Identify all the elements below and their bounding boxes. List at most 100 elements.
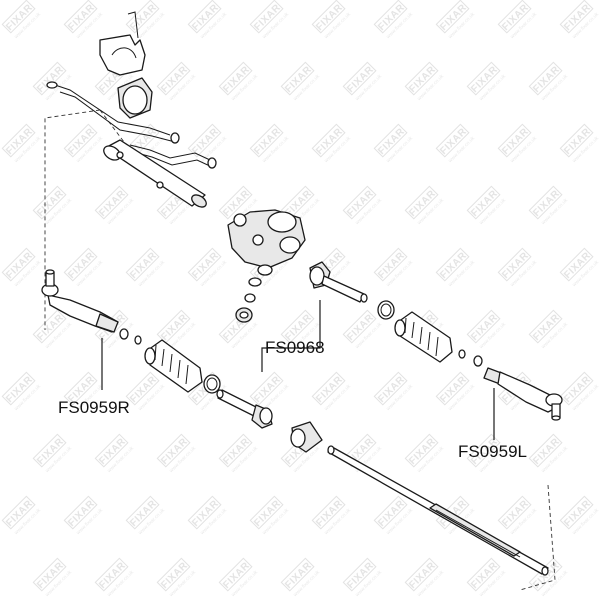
fixar-logo-icon [125, 247, 160, 282]
fixar-logo-icon [187, 495, 222, 530]
fixar-logo-icon [559, 371, 594, 406]
fixar-logo-icon [218, 61, 253, 96]
assembly-guide-lines [44, 109, 556, 591]
fixar-logo-icon [156, 309, 191, 344]
fixar-logo-icon [342, 185, 377, 220]
fixar-logo-icon [125, 0, 160, 34]
fixar-logo-icon [435, 0, 470, 34]
fixar-logo-icon [94, 185, 129, 220]
fixar-logo-icon [1, 495, 36, 530]
fixar-logo-icon [156, 557, 191, 592]
fixar-logo-icon [497, 247, 532, 282]
fixar-logo-icon [435, 371, 470, 406]
fixar-logo-icon [528, 185, 563, 220]
fixar-logo-icon [342, 557, 377, 592]
fixar-logo-icon [373, 0, 408, 34]
fixar-logo-icon [63, 0, 98, 34]
callout-leaders [101, 300, 495, 440]
fixar-logo-icon [249, 495, 284, 530]
fixar-logo-icon [187, 247, 222, 282]
fixar-logo-icon [1, 247, 36, 282]
fixar-logo-icon [466, 433, 501, 468]
fixar-logo-icon [528, 309, 563, 344]
bellows-boot-left [394, 311, 453, 363]
fixar-logo-icon [435, 123, 470, 158]
lock-nut-left [458, 349, 483, 367]
fixar-logo-icon [249, 123, 284, 158]
hydraulic-pipes [46, 81, 217, 169]
callout-inner-tie-rod: FS0968 [265, 338, 325, 357]
callout-tie-rod-end-right: FS0959R [58, 398, 130, 417]
fixar-logo-icon [528, 61, 563, 96]
fixar-logo-icon [32, 557, 67, 592]
fixar-logo-icon [125, 495, 160, 530]
fixar-logo-icon [466, 309, 501, 344]
fixar-logo-icon [373, 371, 408, 406]
rack-end-bushing [290, 421, 323, 453]
fixar-logo-icon [559, 123, 594, 158]
fixar-logo-icon [311, 371, 346, 406]
fixar-logo-icon [280, 61, 315, 96]
mounting-bracket [99, 11, 146, 76]
rack-bushing [117, 77, 153, 119]
fixar-logo-icon [342, 61, 377, 96]
callout-tie-rod-end-left: FS0959L [458, 442, 527, 461]
fixar-logo-icon [218, 185, 253, 220]
fixar-logo-icon [63, 247, 98, 282]
bellows-boot-right [144, 339, 203, 393]
fixar-logo-icon [497, 0, 532, 34]
fixar-logo-icon [404, 557, 439, 592]
fixar-logo-icon [466, 557, 501, 592]
gear-seals [235, 277, 262, 323]
boot-clamp-left [377, 300, 395, 320]
fixar-logo-icon [404, 185, 439, 220]
fixar-logo-icon [280, 557, 315, 592]
fixar-logo-icon [94, 433, 129, 468]
fixar-logo-icon [1, 371, 36, 406]
fixar-logo-icon [497, 123, 532, 158]
fixar-logo-icon [280, 309, 315, 344]
fixar-logo-icon [466, 61, 501, 96]
